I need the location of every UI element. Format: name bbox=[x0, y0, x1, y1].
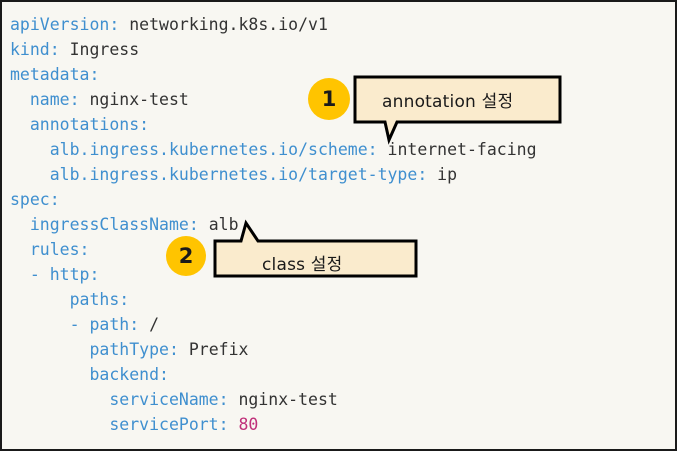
yaml-colon: : bbox=[218, 415, 229, 434]
code-line: spec: bbox=[10, 187, 675, 212]
code-indent bbox=[10, 340, 89, 359]
yaml-key: metadata bbox=[10, 65, 90, 84]
callout-2-label: class 설정 bbox=[262, 255, 343, 275]
yaml-colon: : bbox=[49, 190, 60, 209]
yaml-colon: : bbox=[139, 115, 150, 134]
yaml-colon: : bbox=[79, 240, 90, 259]
yaml-value: Prefix bbox=[178, 340, 249, 359]
yaml-colon: : bbox=[89, 65, 100, 84]
callout-bubble-2: class 설정 bbox=[210, 216, 422, 284]
code-indent bbox=[10, 315, 70, 334]
code-line: serviceName: nginx-test bbox=[10, 387, 675, 412]
callout-bubble-1: annotation 설정 bbox=[352, 72, 567, 147]
yaml-colon: : bbox=[417, 165, 428, 184]
yaml-key: servicePort bbox=[109, 415, 219, 434]
code-indent bbox=[10, 390, 109, 409]
code-indent bbox=[10, 240, 30, 259]
yaml-value: Ingress bbox=[59, 40, 140, 59]
code-line: ingressClassName: alb bbox=[10, 212, 675, 237]
code-indent bbox=[10, 215, 30, 234]
yaml-value: ip bbox=[427, 165, 458, 184]
code-indent bbox=[10, 415, 109, 434]
code-indent bbox=[10, 165, 50, 184]
yaml-key: kind bbox=[10, 40, 50, 59]
code-line: apiVersion: networking.k8s.io/v1 bbox=[10, 12, 675, 37]
callout-2-shape bbox=[213, 219, 418, 278]
yaml-sequence-dash: - bbox=[69, 315, 90, 334]
code-line: pathType: Prefix bbox=[10, 337, 675, 362]
yaml-sequence-dash: - bbox=[29, 265, 50, 284]
yaml-value: nginx-test bbox=[79, 90, 189, 109]
yaml-value: nginx-test bbox=[228, 390, 338, 409]
yaml-colon: : bbox=[89, 265, 100, 284]
yaml-key: name bbox=[29, 90, 70, 109]
code-line: paths: bbox=[10, 287, 675, 312]
code-line: name: nginx-test bbox=[10, 87, 675, 112]
yaml-colon: : bbox=[367, 140, 378, 159]
yaml-value: internet-facing bbox=[377, 140, 537, 159]
yaml-key: rules bbox=[29, 240, 80, 259]
yaml-key: pathType bbox=[89, 340, 169, 359]
yaml-colon: : bbox=[188, 215, 199, 234]
yaml-value: alb bbox=[198, 215, 239, 234]
annotation-badge-1: 1 bbox=[308, 78, 350, 120]
code-line: alb.ingress.kubernetes.io/target-type: i… bbox=[10, 162, 675, 187]
yaml-colon: : bbox=[129, 315, 140, 334]
callout-1-shape bbox=[353, 75, 562, 145]
code-line: annotations: bbox=[10, 112, 675, 137]
code-indent bbox=[10, 115, 30, 134]
yaml-key: ingressClassName bbox=[29, 215, 189, 234]
code-line: servicePort: 80 bbox=[10, 412, 675, 437]
yaml-key: backend bbox=[89, 365, 160, 384]
yaml-key: serviceName bbox=[109, 390, 219, 409]
yaml-value: / bbox=[139, 315, 160, 334]
code-indent bbox=[10, 265, 30, 284]
code-line: - path: / bbox=[10, 312, 675, 337]
code-line: metadata: bbox=[10, 62, 675, 87]
annotation-badge-2: 2 bbox=[166, 236, 206, 276]
yaml-key: annotations bbox=[29, 115, 140, 134]
yaml-colon: : bbox=[109, 15, 120, 34]
yaml-key: alb.ingress.kubernetes.io/target-type bbox=[49, 165, 418, 184]
yaml-colon: : bbox=[119, 290, 130, 309]
code-line: rules: bbox=[10, 237, 675, 262]
yaml-key: apiVersion bbox=[10, 15, 110, 34]
yaml-colon: : bbox=[168, 340, 179, 359]
code-line: - http: bbox=[10, 262, 675, 287]
code-indent bbox=[10, 365, 89, 384]
yaml-colon: : bbox=[159, 365, 169, 384]
yaml-value: 80 bbox=[228, 415, 259, 434]
code-line: backend: bbox=[10, 362, 675, 387]
yaml-value: networking.k8s.io/v1 bbox=[119, 15, 328, 34]
yaml-colon: : bbox=[69, 90, 80, 109]
yaml-key: path bbox=[89, 315, 130, 334]
code-line: kind: Ingress bbox=[10, 37, 675, 62]
code-line: alb.ingress.kubernetes.io/scheme: intern… bbox=[10, 137, 675, 162]
yaml-key: paths bbox=[69, 290, 120, 309]
code-indent bbox=[10, 290, 70, 309]
code-indent bbox=[10, 90, 30, 109]
yaml-key: spec bbox=[10, 190, 50, 209]
callout-1-label: annotation 설정 bbox=[382, 92, 514, 112]
code-indent bbox=[10, 140, 50, 159]
yaml-colon: : bbox=[218, 390, 229, 409]
yaml-key: http bbox=[49, 265, 90, 284]
yaml-colon: : bbox=[49, 40, 60, 59]
yaml-key: alb.ingress.kubernetes.io/scheme bbox=[49, 140, 368, 159]
